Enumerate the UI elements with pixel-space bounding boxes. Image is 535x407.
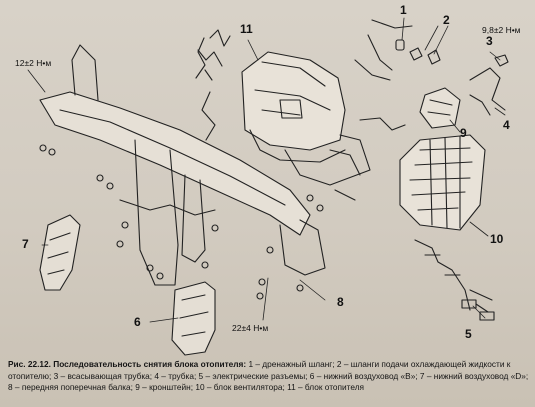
figure-caption: Рис. 22.12. Последовательность снятия бл…: [8, 359, 530, 394]
torque-label-tube: 9,8±2 Н•м: [482, 25, 521, 35]
callout-8: 8: [337, 295, 344, 309]
callout-1: 1: [400, 3, 407, 17]
fan-unit-part: [399, 134, 486, 231]
bracket-part: [419, 87, 461, 129]
callout-5: 5: [465, 327, 472, 341]
connectors-part: [414, 239, 495, 321]
lower-duct-d-part: [39, 214, 81, 291]
heater-removal-diagram: [27, 17, 509, 356]
callout-9: 9: [460, 126, 467, 140]
torque-label-beam: 12±2 Н•м: [15, 58, 52, 68]
caption-text: 1 – дренажный шланг; 2 – шланги подачи о…: [8, 359, 529, 393]
cross-beam-part: [39, 29, 326, 300]
callout-2: 2: [443, 13, 450, 27]
callout-7: 7: [22, 237, 29, 251]
callout-4: 4: [503, 118, 510, 132]
caption-title: Рис. 22.12. Последовательность снятия бл…: [8, 359, 247, 369]
callout-3: 3: [486, 34, 493, 48]
lower-duct-b-part: [171, 281, 216, 356]
heater-unit-part: [241, 51, 371, 201]
leader-lines: [27, 17, 506, 323]
callout-11: 11: [240, 22, 253, 36]
callout-10: 10: [490, 232, 504, 246]
torque-label-bracket: 22±4 Н•м: [232, 323, 269, 333]
callout-6: 6: [134, 315, 141, 329]
hoses-part: [354, 19, 509, 116]
